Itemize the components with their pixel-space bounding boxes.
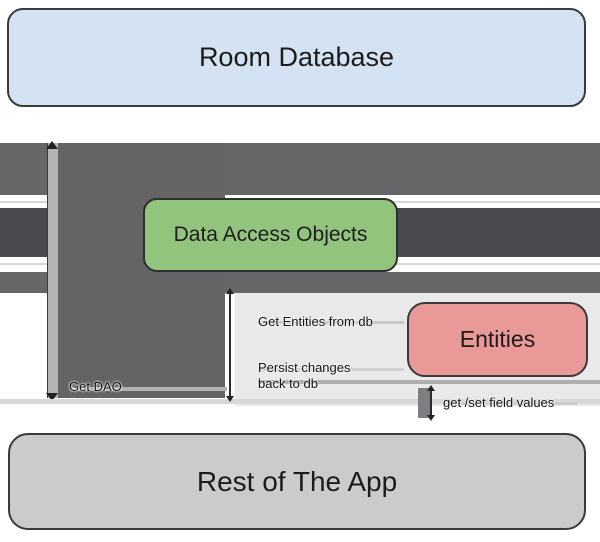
rest-of-the-app-box: Rest of The App: [8, 433, 586, 530]
arrowhead-up-icon: [226, 288, 234, 294]
arrowhead-down-icon: [427, 415, 435, 421]
persist-changes-line2: back to db: [258, 375, 318, 391]
entities-box: Entities: [407, 302, 588, 377]
data-access-objects-label: Data Access Objects: [173, 223, 368, 246]
bottom-streak-line: [0, 399, 600, 404]
entities-rest-double-arrow: [430, 388, 432, 419]
dao-rest-double-arrow: [229, 291, 231, 400]
persist-arrow-line: [258, 368, 404, 371]
entities-label: Entities: [459, 326, 536, 352]
get-set-annotation: get /set field values: [443, 395, 555, 410]
get-dao-arrow-line: [70, 387, 227, 391]
room-database-box: Room Database: [7, 8, 586, 107]
get-entities-arrow-line: [258, 321, 404, 324]
arrowhead-down-icon: [226, 396, 234, 402]
arrowhead-down-icon: [46, 393, 58, 401]
get-set-arrow-line: [443, 402, 577, 405]
get-set-arrow-bar: [418, 388, 430, 418]
data-access-objects-box: Data Access Objects: [143, 198, 398, 272]
persist-changes-line1: Persist changes: [258, 360, 351, 375]
rest-of-the-app-label: Rest of The App: [196, 465, 398, 497]
room-database-label: Room Database: [198, 42, 395, 72]
persist-changes-annotation: Persist changes back to db: [258, 360, 351, 391]
get-dao-annotation: Get DAO: [69, 379, 122, 394]
arrowhead-up-icon: [46, 141, 58, 149]
arrowhead-up-icon: [427, 385, 435, 391]
back-to-db-arrow-line: [258, 380, 600, 384]
get-dao-double-arrow-bar: [47, 143, 58, 398]
get-entities-annotation: Get Entities from db: [258, 314, 373, 329]
